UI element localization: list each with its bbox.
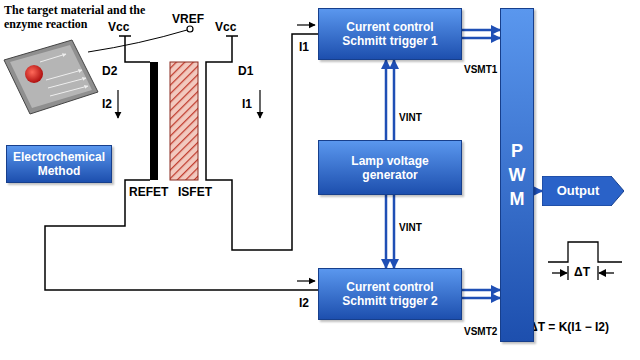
sensor-chip-part bbox=[25, 65, 43, 83]
pin-label: D2 bbox=[102, 64, 117, 78]
isfet-wiring bbox=[206, 34, 318, 250]
output-arrow: Output bbox=[542, 176, 624, 206]
connector-line bbox=[393, 195, 396, 268]
heading-note: The target material and the enzyme react… bbox=[4, 3, 160, 31]
signal-label: VINT bbox=[398, 222, 423, 234]
box-text: Lamp voltage generator bbox=[319, 152, 461, 184]
connector-line bbox=[462, 289, 500, 292]
isfet-gate bbox=[170, 62, 198, 180]
connector-line bbox=[462, 37, 500, 40]
refet-wiring-part bbox=[125, 36, 150, 62]
signal-label: VSMT1 bbox=[463, 64, 498, 76]
reference-wire bbox=[88, 30, 187, 52]
pulse-symbol-part bbox=[597, 266, 598, 280]
current-arrows-part bbox=[297, 280, 315, 281]
box-text: Electrochemical Method bbox=[7, 148, 111, 180]
output-arrow-line bbox=[534, 191, 542, 192]
sensor-chip-part bbox=[48, 78, 86, 88]
arrow-outline bbox=[542, 176, 624, 206]
supply-label: Vcc bbox=[108, 20, 129, 34]
isfet-wiring-part bbox=[206, 34, 318, 250]
current-arrows-part bbox=[259, 90, 260, 118]
connector-line bbox=[534, 190, 542, 193]
current-label: I1 bbox=[242, 97, 252, 111]
box-text: P W M bbox=[508, 139, 526, 211]
current-arrows-part bbox=[297, 24, 315, 25]
pulse-symbol-part bbox=[552, 272, 567, 273]
method-box: Electrochemical Method bbox=[6, 145, 112, 183]
signal-label: VINT bbox=[398, 112, 423, 124]
signal-label: VSMT2 bbox=[463, 326, 498, 338]
current-label: I2 bbox=[102, 97, 112, 111]
connector-line bbox=[385, 195, 388, 268]
sensor-chip-part bbox=[50, 86, 88, 96]
current-arrows bbox=[118, 25, 315, 281]
generator-box: Lamp voltage generator bbox=[318, 140, 462, 195]
sensor-chip-part bbox=[4, 40, 98, 114]
current-arrows-part bbox=[117, 90, 118, 118]
device-label: ISFET bbox=[178, 185, 212, 199]
sensor-chip bbox=[4, 40, 98, 114]
current-label: I2 bbox=[299, 296, 309, 310]
box-text: Current control Schmitt trigger 2 bbox=[319, 278, 461, 310]
connector-line bbox=[462, 29, 500, 32]
pin-label: D1 bbox=[238, 64, 253, 78]
sensor-chip-part bbox=[46, 70, 82, 80]
signal-arrow bbox=[386, 195, 394, 268]
trigger-box: Current control Schmitt trigger 1 bbox=[318, 8, 462, 60]
sensor-chip-part bbox=[40, 54, 66, 62]
connector-line bbox=[462, 297, 500, 300]
signal-arrow bbox=[462, 30, 500, 38]
supply-label: Vcc bbox=[215, 20, 236, 34]
pulse-symbol-part bbox=[599, 272, 614, 273]
refet-wiring-part bbox=[45, 180, 318, 290]
formula-label: ΔT = K(I1 − I2) bbox=[529, 320, 609, 334]
sensor-chip-part bbox=[10, 45, 92, 108]
pulse-width-label: ΔT bbox=[574, 265, 590, 279]
connector-line bbox=[393, 60, 396, 140]
box-text: Output bbox=[553, 182, 614, 200]
signal-arrow bbox=[386, 60, 394, 140]
refet-channel bbox=[150, 62, 158, 180]
signal-label: VREF bbox=[172, 12, 204, 26]
trigger-box: Current control Schmitt trigger 2 bbox=[318, 268, 462, 320]
device-label: REFET bbox=[129, 185, 168, 199]
signal-arrow bbox=[462, 290, 500, 298]
connector-line bbox=[385, 60, 388, 140]
pulse-symbol-part bbox=[567, 266, 568, 280]
pulse-symbol bbox=[548, 242, 622, 280]
vref-terminal bbox=[187, 26, 193, 32]
pulse-symbol-part bbox=[548, 242, 622, 262]
current-label: I1 bbox=[299, 40, 309, 54]
pwm-box: P W M bbox=[500, 8, 534, 342]
box-text: Current control Schmitt trigger 1 bbox=[319, 18, 461, 50]
